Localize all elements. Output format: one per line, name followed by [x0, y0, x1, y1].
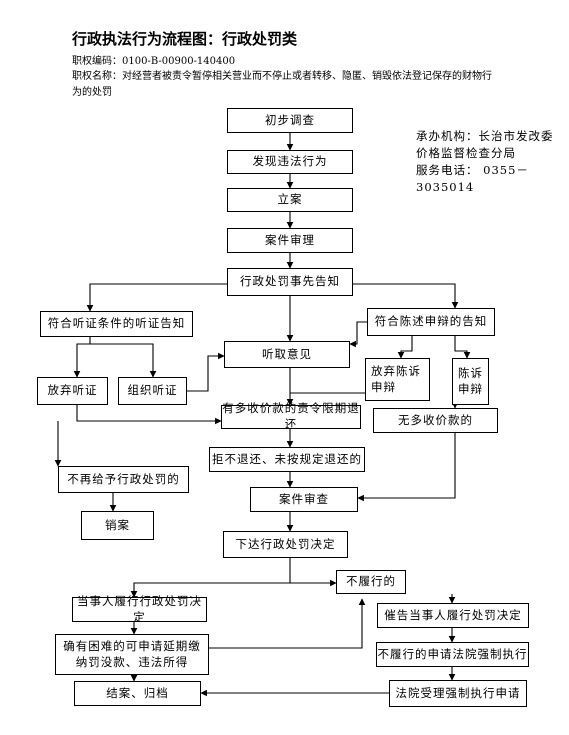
node-file-case: 立案	[227, 188, 353, 212]
node-close-case-cancel: 销案	[81, 511, 154, 540]
node-statement-defense: 陈诉申辩	[452, 358, 489, 405]
authority-code: 职权编码：0100-B-00900-140400	[72, 56, 236, 67]
node-listen-opinions: 听取意见	[224, 341, 350, 368]
page-title: 行政执法行为流程图：行政处罚类	[72, 30, 298, 48]
node-court-accepts: 法院受理强制执行申请	[389, 680, 527, 707]
node-issue-decision: 下达行政处罚决定	[223, 531, 348, 558]
edge-no-overcharge-examination	[357, 433, 456, 502]
edge-notice-hearing	[86, 283, 227, 312]
edge-notice-statement	[352, 283, 459, 309]
node-no-penalty: 不再给予行政处罚的	[58, 466, 189, 493]
node-hearing-notice: 符合听证条件的听证告知	[40, 311, 193, 337]
node-overcharge-refund: 有多收价款的责令限期退还	[221, 401, 361, 431]
node-apply-enforcement: 不履行的申请法院强制执行	[376, 642, 529, 667]
edge-statement-defense	[454, 336, 471, 359]
edge-hearing-organize	[90, 343, 157, 378]
org-note-phone: 服务电话： 0355－3035014	[416, 163, 529, 194]
edge-waive-hearing-refund	[76, 405, 222, 425]
node-case-examination: 案件审查	[250, 487, 358, 512]
edge-hearing-waive	[73, 337, 91, 378]
node-hardship-deferral: 确有困难的可申请延期缴纳罚没款、违法所得	[55, 634, 209, 675]
node-no-overcharge: 无多收价款的	[373, 408, 498, 433]
node-initial-investigation: 初步调查	[227, 108, 353, 133]
node-pre-notice: 行政处罚事先告知	[227, 268, 353, 296]
edge-statement-waive	[397, 336, 413, 359]
node-waive-statement: 放弃陈诉申辩	[365, 358, 430, 401]
edge-decision-perform	[130, 582, 290, 598]
authority-name: 职权名称：对经营者被责令暂停相关营业而不停止或者转移、隐匿、销毁依法登记保存的财…	[72, 71, 492, 98]
node-waive-hearing: 放弃听证	[37, 377, 108, 405]
edge-organize-listen	[187, 352, 225, 392]
node-case-review: 案件审理	[227, 228, 353, 253]
node-not-perform: 不履行的	[336, 570, 406, 594]
edge-hardship-not-perform	[209, 598, 366, 649]
node-close-archive: 结案、归档	[74, 681, 201, 706]
org-note: 承办机构：长治市发改委价格监督检查分局 服务电话： 0355－3035014	[416, 128, 556, 196]
node-urge-performance: 催告当事人履行处罚决定	[377, 603, 529, 628]
node-statement-notice: 符合陈述申辩的告知	[367, 308, 495, 336]
node-organize-hearing: 组织听证	[118, 377, 187, 405]
edge-statement-listen	[349, 321, 367, 348]
node-party-performs: 当事人履行行政处罚决定	[72, 594, 207, 624]
node-refuse-refund: 拒不退还、未按规定退还的	[209, 447, 365, 472]
node-discover-illegal: 发现违法行为	[227, 150, 353, 174]
org-note-agency: 承办机构：长治市发改委价格监督检查分局	[416, 129, 554, 160]
